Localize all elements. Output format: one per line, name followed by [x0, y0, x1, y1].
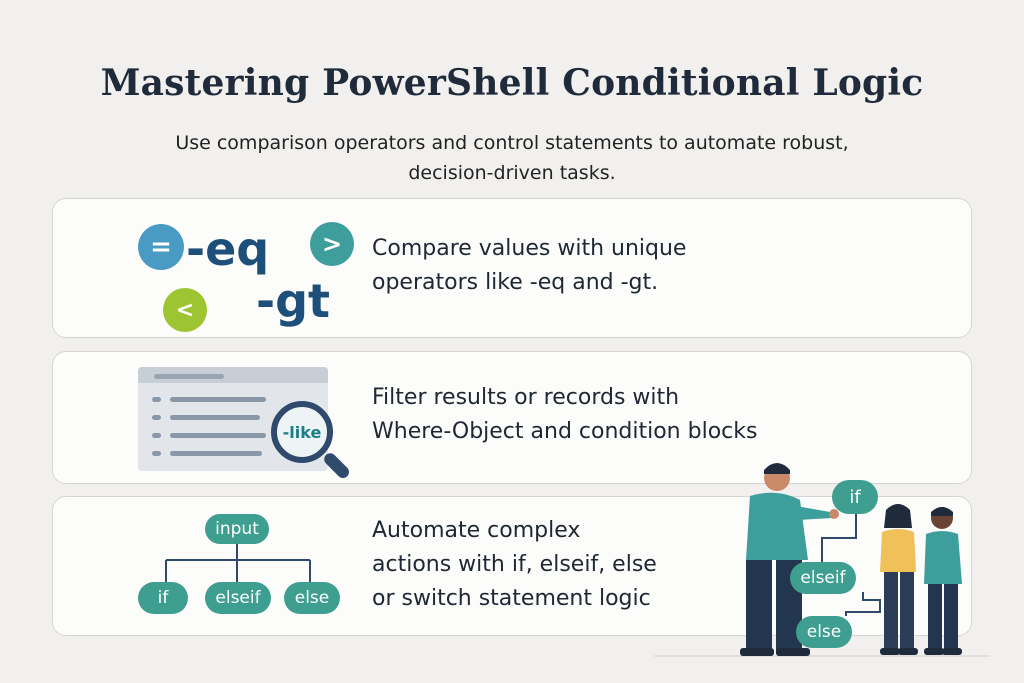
- man-figure: [924, 507, 962, 655]
- document-bullet: [152, 415, 161, 420]
- page-title: Mastering PowerShell Conditional Logic: [100, 62, 924, 104]
- document-line: [170, 451, 262, 456]
- subtitle-line-1: Use comparison operators and control sta…: [175, 132, 849, 154]
- greater-than-symbol: >: [321, 230, 343, 258]
- card-filter-text: Filter results or records with Where-Obj…: [372, 381, 757, 449]
- document-bullet: [152, 397, 161, 402]
- card-filter-line-1: Filter results or records with: [372, 385, 680, 410]
- presenter-figure: [740, 463, 839, 656]
- tree-node-if: if: [138, 582, 188, 614]
- card-compare-line-1: Compare values with unique: [372, 236, 687, 261]
- card-automate-line-1: Automate complex: [372, 518, 581, 543]
- equals-icon: =: [138, 224, 184, 270]
- magnifier-icon: -like: [271, 401, 333, 463]
- card-automate-line-3: or switch statement logic: [372, 586, 651, 611]
- card-compare-line-2: operators like -eq and -gt.: [372, 270, 659, 295]
- document-header-bar: [138, 367, 328, 383]
- document-line: [170, 415, 260, 420]
- eq-operator-text: -eq: [186, 222, 270, 276]
- subtitle-line-2: decision-driven tasks.: [408, 162, 616, 184]
- page-subtitle: Use comparison operators and control sta…: [150, 128, 874, 188]
- card-automate-text: Automate complex actions with if, elseif…: [372, 514, 657, 616]
- document-line: [170, 397, 266, 402]
- less-than-symbol: <: [175, 297, 195, 323]
- document-bullet: [152, 451, 161, 456]
- card-filter-line-2: Where-Object and condition blocks: [372, 419, 758, 444]
- less-than-icon: <: [163, 288, 207, 332]
- flow-node-elseif: elseif: [790, 562, 856, 594]
- tree-node-input: input: [205, 514, 269, 544]
- equals-symbol: =: [150, 232, 172, 262]
- document-bullet: [152, 433, 161, 438]
- greater-than-icon: >: [310, 222, 354, 266]
- card-compare-text: Compare values with unique operators lik…: [372, 232, 686, 300]
- document-line: [170, 433, 266, 438]
- flow-node-if: if: [832, 480, 878, 514]
- card-automate-line-2: actions with if, elseif, else: [372, 552, 657, 577]
- tree-node-else: else: [284, 582, 340, 614]
- flow-node-else: else: [796, 616, 852, 648]
- woman-figure: [880, 504, 918, 655]
- document-line: [154, 374, 224, 379]
- magnifier-label: -like: [282, 422, 322, 442]
- gt-operator-text: -gt: [256, 274, 331, 328]
- tree-node-elseif: elseif: [205, 582, 271, 614]
